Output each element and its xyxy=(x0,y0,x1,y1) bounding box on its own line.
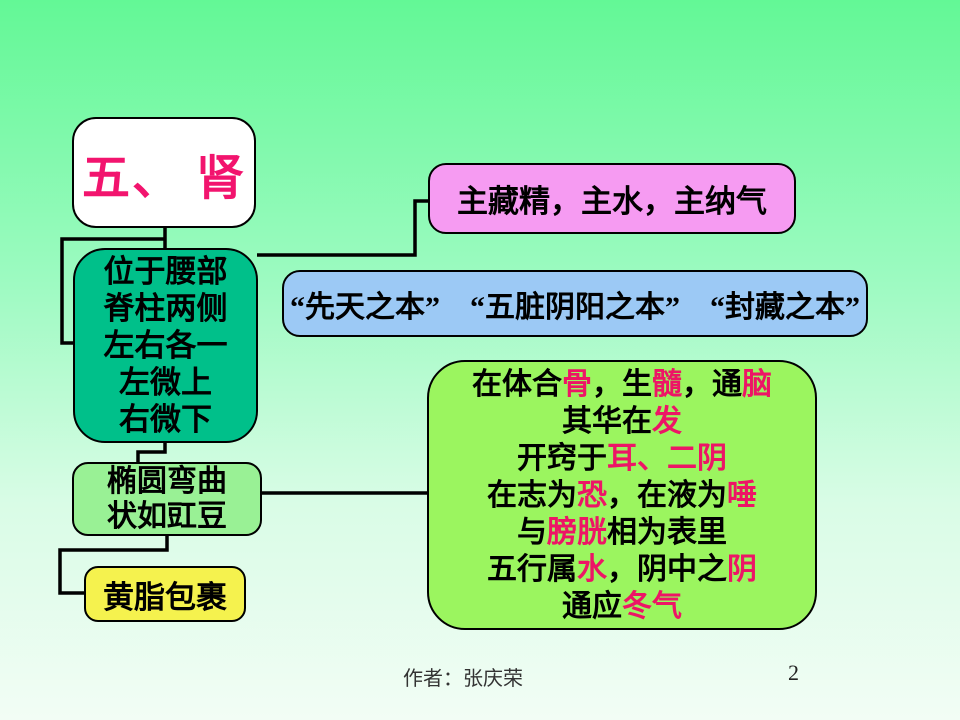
text-line: 开窍于耳、二阴 xyxy=(517,441,727,475)
text-line: 右微下 xyxy=(119,402,212,437)
kidney-relations-box: 在体合骨，生髓，通脑其华在发开窍于耳、二阴在志为恐，在液为唾与膀胱相为表里五行属… xyxy=(427,360,817,630)
title-box: 五、 肾 xyxy=(72,117,256,228)
kidney-functions-text: 主藏精，主水，主纳气 xyxy=(457,184,767,219)
text-line: 在志为恐，在液为唾 xyxy=(487,478,757,512)
text-line: 左右各一 xyxy=(103,328,228,363)
kidney-fat-box: 黄脂包裹 xyxy=(84,566,246,622)
text-line: 与膀胱相为表里 xyxy=(517,515,727,549)
text-line: 位于腰部 xyxy=(103,254,228,289)
text-line: 通应冬气 xyxy=(562,589,682,623)
text-line: 左微上 xyxy=(119,365,212,400)
connector-location-to-shape xyxy=(136,443,167,464)
kidney-functions-box: 主藏精，主水，主纳气 xyxy=(428,163,796,234)
text-line: 椭圆弯曲 xyxy=(107,465,227,498)
slide-title: 五、 肾 xyxy=(81,151,246,205)
text-line: 脊柱两侧 xyxy=(103,291,228,326)
kidney-location-box: 位于腰部脊柱两侧左右各一左微上右微下 xyxy=(73,248,258,443)
kidney-fat-text: 黄脂包裹 xyxy=(103,579,227,615)
text-line: 在体合骨，生髓，通脑 xyxy=(472,367,772,401)
connector-shape-to-fat xyxy=(58,535,169,595)
footer-author: 作者：张庆荣 xyxy=(403,668,523,690)
kidney-shape-box: 椭圆弯曲状如豇豆 xyxy=(72,462,262,536)
kidney-roots-text: “先天之本” “五脏阴阳之本” “封藏之本” xyxy=(290,290,860,324)
text-line: 状如豇豆 xyxy=(107,500,227,533)
page-number: 2 xyxy=(788,660,799,685)
text-line: 五行属水，阴中之阴 xyxy=(487,552,757,586)
connector-left-bracket xyxy=(60,237,165,345)
text-line: 其华在发 xyxy=(562,404,682,438)
connector-location-to-functions xyxy=(257,199,429,257)
kidney-roots-box: “先天之本” “五脏阴阳之本” “封藏之本” xyxy=(282,270,868,337)
